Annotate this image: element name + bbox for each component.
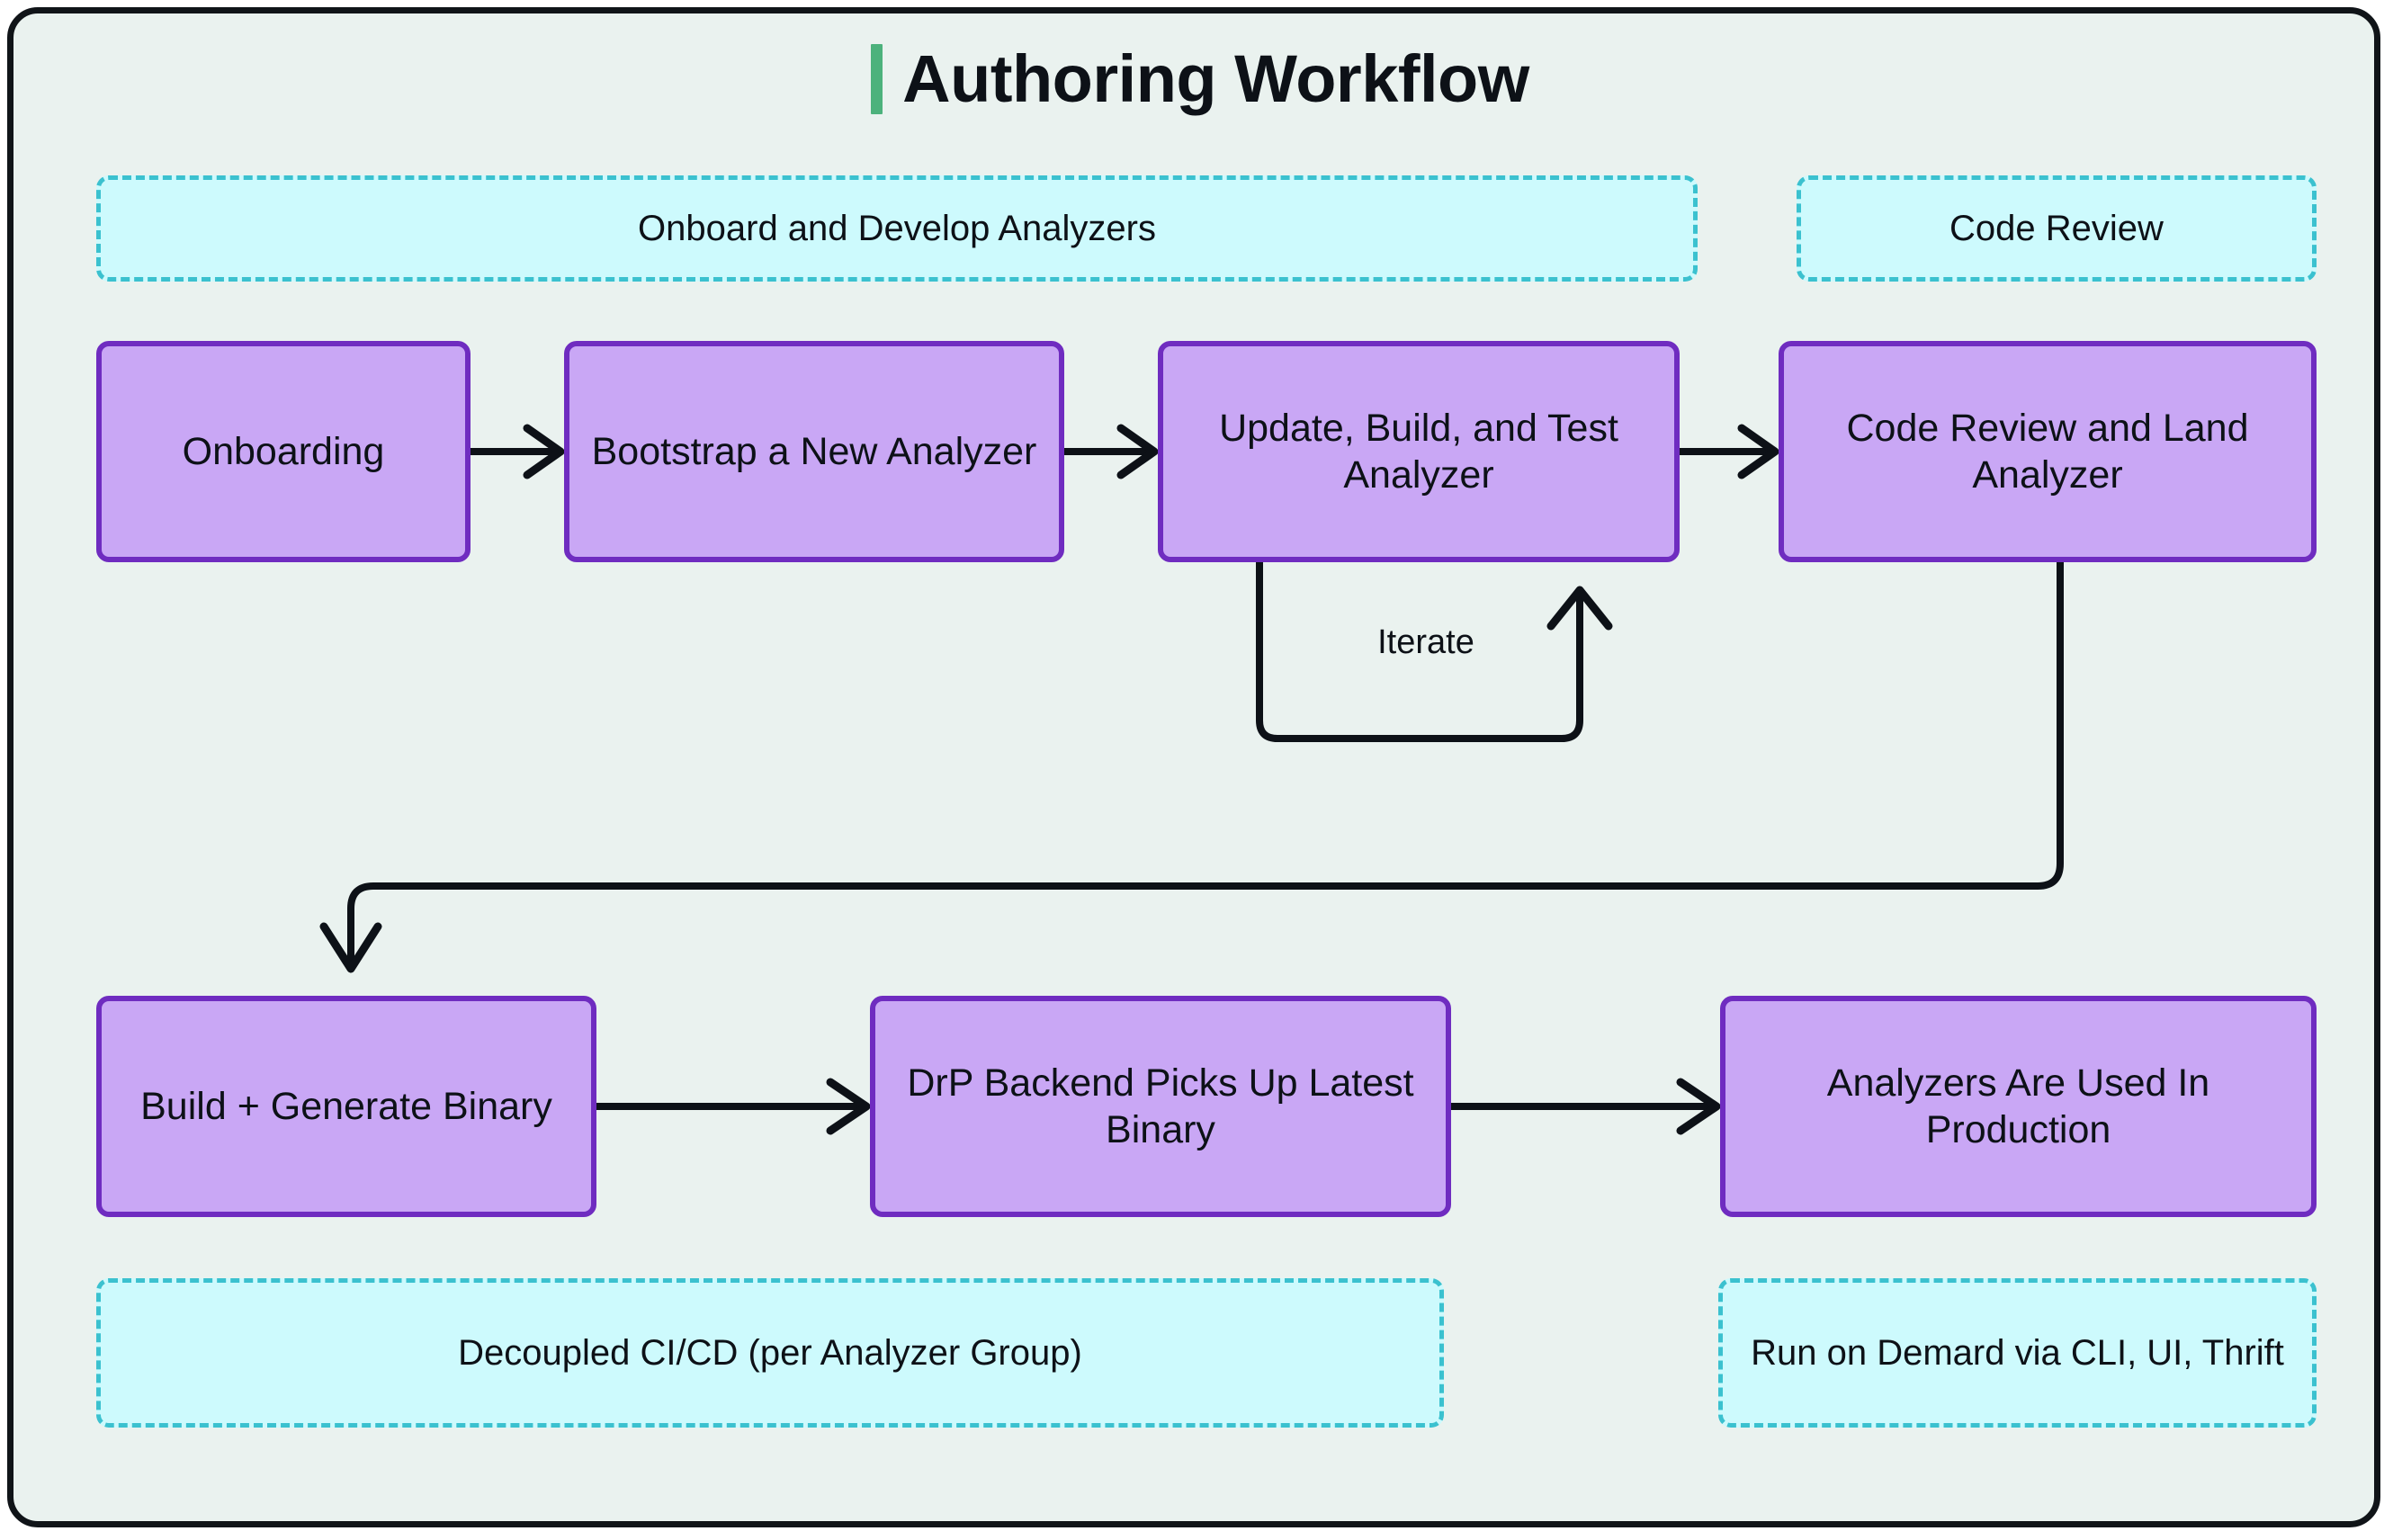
group-decoupled-cicd-label: Decoupled CI/CD (per Analyzer Group) (458, 1332, 1082, 1373)
node-onboarding[interactable]: Onboarding (96, 341, 471, 562)
edge-build-to-drp (593, 1078, 871, 1135)
node-onboarding-label: Onboarding (182, 429, 385, 473)
edge-review-to-build (319, 553, 2064, 973)
group-onboard-develop: Onboard and Develop Analyzers (96, 175, 1698, 282)
node-analyzers-production[interactable]: Analyzers Are Used In Production (1720, 996, 2317, 1217)
diagram-frame: Authoring Workflow (7, 7, 2380, 1527)
group-decoupled-cicd: Decoupled CI/CD (per Analyzer Group) (96, 1278, 1444, 1428)
node-build-generate-binary[interactable]: Build + Generate Binary (96, 996, 596, 1217)
page-title: Authoring Workflow (13, 44, 2387, 114)
node-drp-backend[interactable]: DrP Backend Picks Up Latest Binary (870, 996, 1451, 1217)
node-code-review-land-label: Code Review and Land Analyzer (1846, 406, 2249, 497)
node-analyzers-production-label: Analyzers Are Used In Production (1826, 1061, 2210, 1151)
edge-update-to-review (1676, 424, 1779, 479)
group-run-on-demand: Run on Demard via CLI, UI, Thrift (1718, 1278, 2317, 1428)
node-build-generate-binary-label: Build + Generate Binary (140, 1084, 552, 1128)
node-bootstrap[interactable]: Bootstrap a New Analyzer (564, 341, 1064, 562)
title-accent-bar (871, 44, 883, 114)
edge-bootstrap-to-update (1061, 424, 1159, 479)
edge-onboarding-to-bootstrap (467, 424, 565, 479)
group-onboard-develop-label: Onboard and Develop Analyzers (638, 208, 1156, 248)
edge-iterate-label: Iterate (1377, 623, 1474, 661)
node-drp-backend-label: DrP Backend Picks Up Latest Binary (907, 1061, 1414, 1151)
node-update-build-test-label: Update, Build, and Test Analyzer (1219, 406, 1618, 497)
edge-drp-to-production (1447, 1078, 1721, 1135)
node-code-review-land[interactable]: Code Review and Land Analyzer (1779, 341, 2317, 562)
group-run-on-demand-label: Run on Demard via CLI, UI, Thrift (1751, 1332, 2284, 1373)
node-bootstrap-label: Bootstrap a New Analyzer (591, 429, 1037, 473)
group-code-review: Code Review (1797, 175, 2317, 282)
title-text: Authoring Workflow (902, 41, 1529, 116)
node-update-build-test[interactable]: Update, Build, and Test Analyzer (1158, 341, 1680, 562)
group-code-review-label: Code Review (1949, 208, 2164, 248)
